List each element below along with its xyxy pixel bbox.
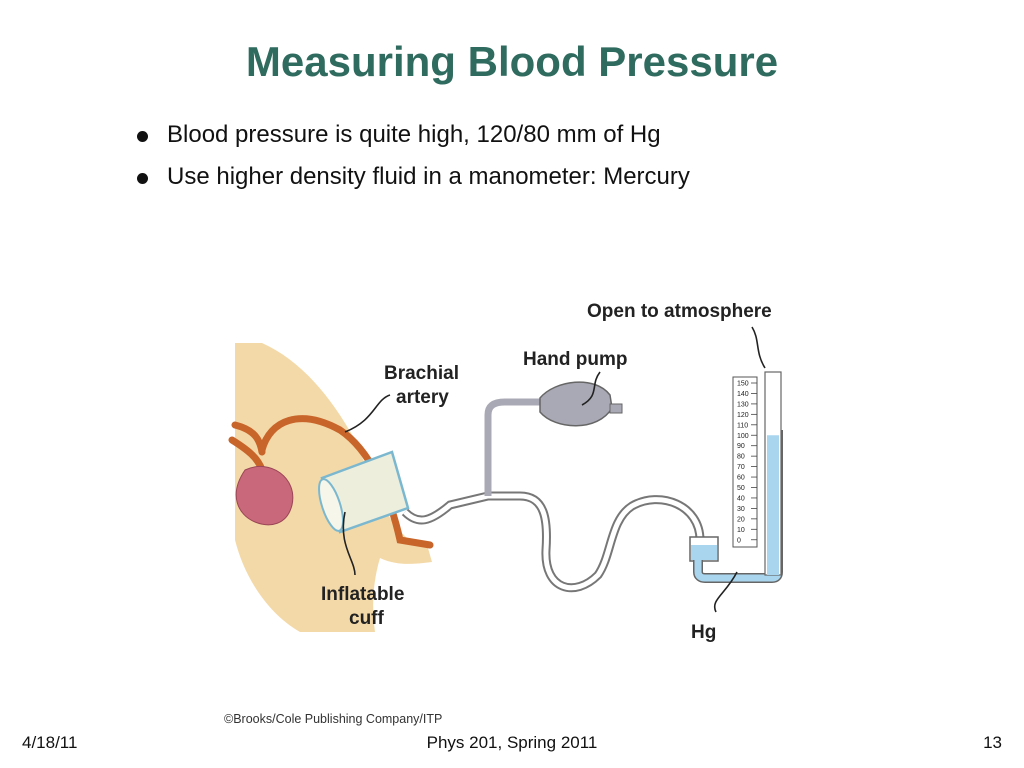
scale-tick-label: 110 [737, 422, 748, 429]
image-credit: ©Brooks/Cole Publishing Company/ITP [224, 712, 442, 726]
scale-tick-label: 90 [737, 443, 745, 450]
mercury-column [767, 435, 779, 575]
label-hg: Hg [691, 622, 716, 643]
scale-tick-label: 130 [737, 401, 749, 408]
label-artery: artery [396, 387, 449, 408]
pump-tube [484, 398, 545, 496]
scale-tick-label: 100 [737, 433, 749, 440]
bullet-dot-icon [137, 131, 148, 142]
scale-tick-label: 20 [737, 516, 745, 523]
leader-lines [342, 326, 766, 613]
scale-tick-label: 30 [737, 506, 745, 513]
hand-pump-bulb [539, 381, 623, 427]
inflatable-cuff [318, 450, 410, 534]
scale-tick-label: 80 [737, 454, 745, 461]
scale-tick-label: 50 [737, 485, 745, 492]
footer-date: 4/18/11 [22, 733, 78, 752]
footer-page-number: 13 [983, 733, 1002, 752]
scale-tick-label: 150 [737, 381, 749, 388]
slide-title: Measuring Blood Pressure [245, 38, 779, 85]
scale-tick-label: 40 [737, 495, 745, 502]
heart-shape [235, 465, 294, 526]
bullet-item: Use higher density fluid in a manometer:… [137, 160, 690, 202]
bullet-item: Blood pressure is quite high, 120/80 mm … [137, 118, 690, 160]
mercury-reservoir [689, 536, 719, 562]
label-hand-pump: Hand pump [523, 349, 628, 370]
scale-tick-label: 120 [737, 412, 749, 419]
manometer-column [764, 371, 782, 576]
scale-tick-label: 0 [737, 537, 741, 544]
label-cuff: cuff [349, 608, 385, 629]
scale-tick-label: 60 [737, 475, 745, 482]
bullet-text: Blood pressure is quite high, 120/80 mm … [167, 121, 661, 148]
bullet-list: Blood pressure is quite high, 120/80 mm … [137, 118, 690, 202]
connecting-tube [401, 491, 705, 593]
label-inflatable: Inflatable [321, 584, 404, 605]
scale-tick-label: 140 [737, 391, 749, 398]
scale-tick-label: 10 [737, 527, 745, 534]
scale-tick-label: 70 [737, 464, 745, 471]
bullet-text: Use higher density fluid in a manometer:… [167, 163, 690, 190]
footer-course: Phys 201, Spring 2011 [426, 733, 598, 752]
label-open-to-atmosphere: Open to atmosphere [587, 301, 772, 322]
bullet-dot-icon [137, 173, 148, 184]
label-brachial: Brachial [384, 363, 459, 384]
